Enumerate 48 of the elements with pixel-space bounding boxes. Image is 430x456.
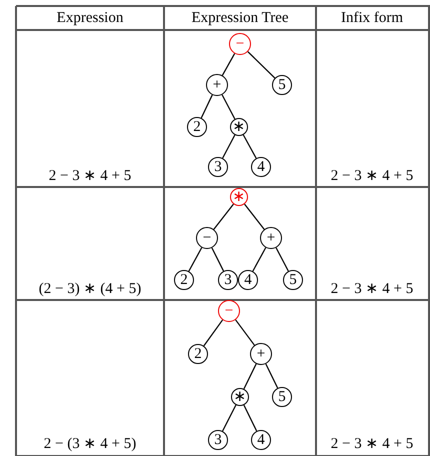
tree-edge [222, 94, 236, 120]
column-header: Expression [56, 10, 124, 26]
tree-node-circle: + [250, 343, 272, 365]
tree-edge [222, 134, 236, 158]
infix-text: 2 − 3 ∗ 4 + 5 [330, 280, 414, 298]
expression-text: 2 − (3 ∗ 4 + 5) [44, 436, 136, 452]
tree-node-circle: + [260, 227, 282, 249]
tree-node-circle: 3 [218, 270, 238, 290]
column-header: Expression Tree [191, 10, 289, 26]
expression-text: (2 − 3) ∗ (4 + 5) [38, 280, 142, 298]
tree-node-circle: ∗ [230, 188, 248, 206]
tree-node-circle: 5 [272, 387, 292, 407]
tree-edge [242, 134, 257, 159]
tree-node-circle: 5 [272, 75, 292, 95]
tree-node-circle: ∗ [230, 118, 248, 136]
tree-edge [222, 53, 236, 76]
tree-node-circle: 2 [187, 117, 207, 137]
tree-node-circle: 5 [283, 270, 303, 290]
column-header: Infix form [340, 10, 404, 26]
tree-node-circle: 3 [208, 430, 228, 450]
tree-edge [211, 248, 224, 272]
tree-node-circle: 4 [238, 270, 258, 290]
tree-node-circle: 2 [174, 270, 194, 290]
expression-text: 2 − 3 ∗ 4 + 5 [48, 168, 132, 184]
infix-text: 2 − 3 ∗ 4 + 5 [330, 436, 414, 452]
tree-edge [200, 94, 213, 118]
tree-node-circle: 4 [251, 157, 271, 177]
tree-node-circle: 4 [251, 430, 271, 450]
infix-text: 2 − 3 ∗ 4 + 5 [330, 168, 414, 184]
tree-edge [252, 247, 266, 272]
tree-edge [222, 404, 236, 432]
tree-node-circle: − [218, 300, 240, 322]
tree-edge [243, 404, 258, 432]
tree-edge [243, 364, 257, 390]
tree-edge [213, 204, 234, 230]
tree-node-circle: − [229, 33, 251, 55]
tree-edge [188, 247, 202, 272]
tree-edge [203, 320, 224, 346]
tree-node-circle: 2 [188, 344, 208, 364]
tree-edge [235, 319, 255, 346]
tree-edge [244, 204, 265, 230]
tree-node-circle: ∗ [231, 388, 249, 406]
tree-edge [265, 364, 278, 388]
tree-node-circle: − [196, 227, 218, 249]
tree-edge [247, 51, 276, 78]
tree-edge [276, 247, 289, 272]
tree-node-circle: 3 [208, 157, 228, 177]
tree-node-circle: + [206, 74, 228, 96]
